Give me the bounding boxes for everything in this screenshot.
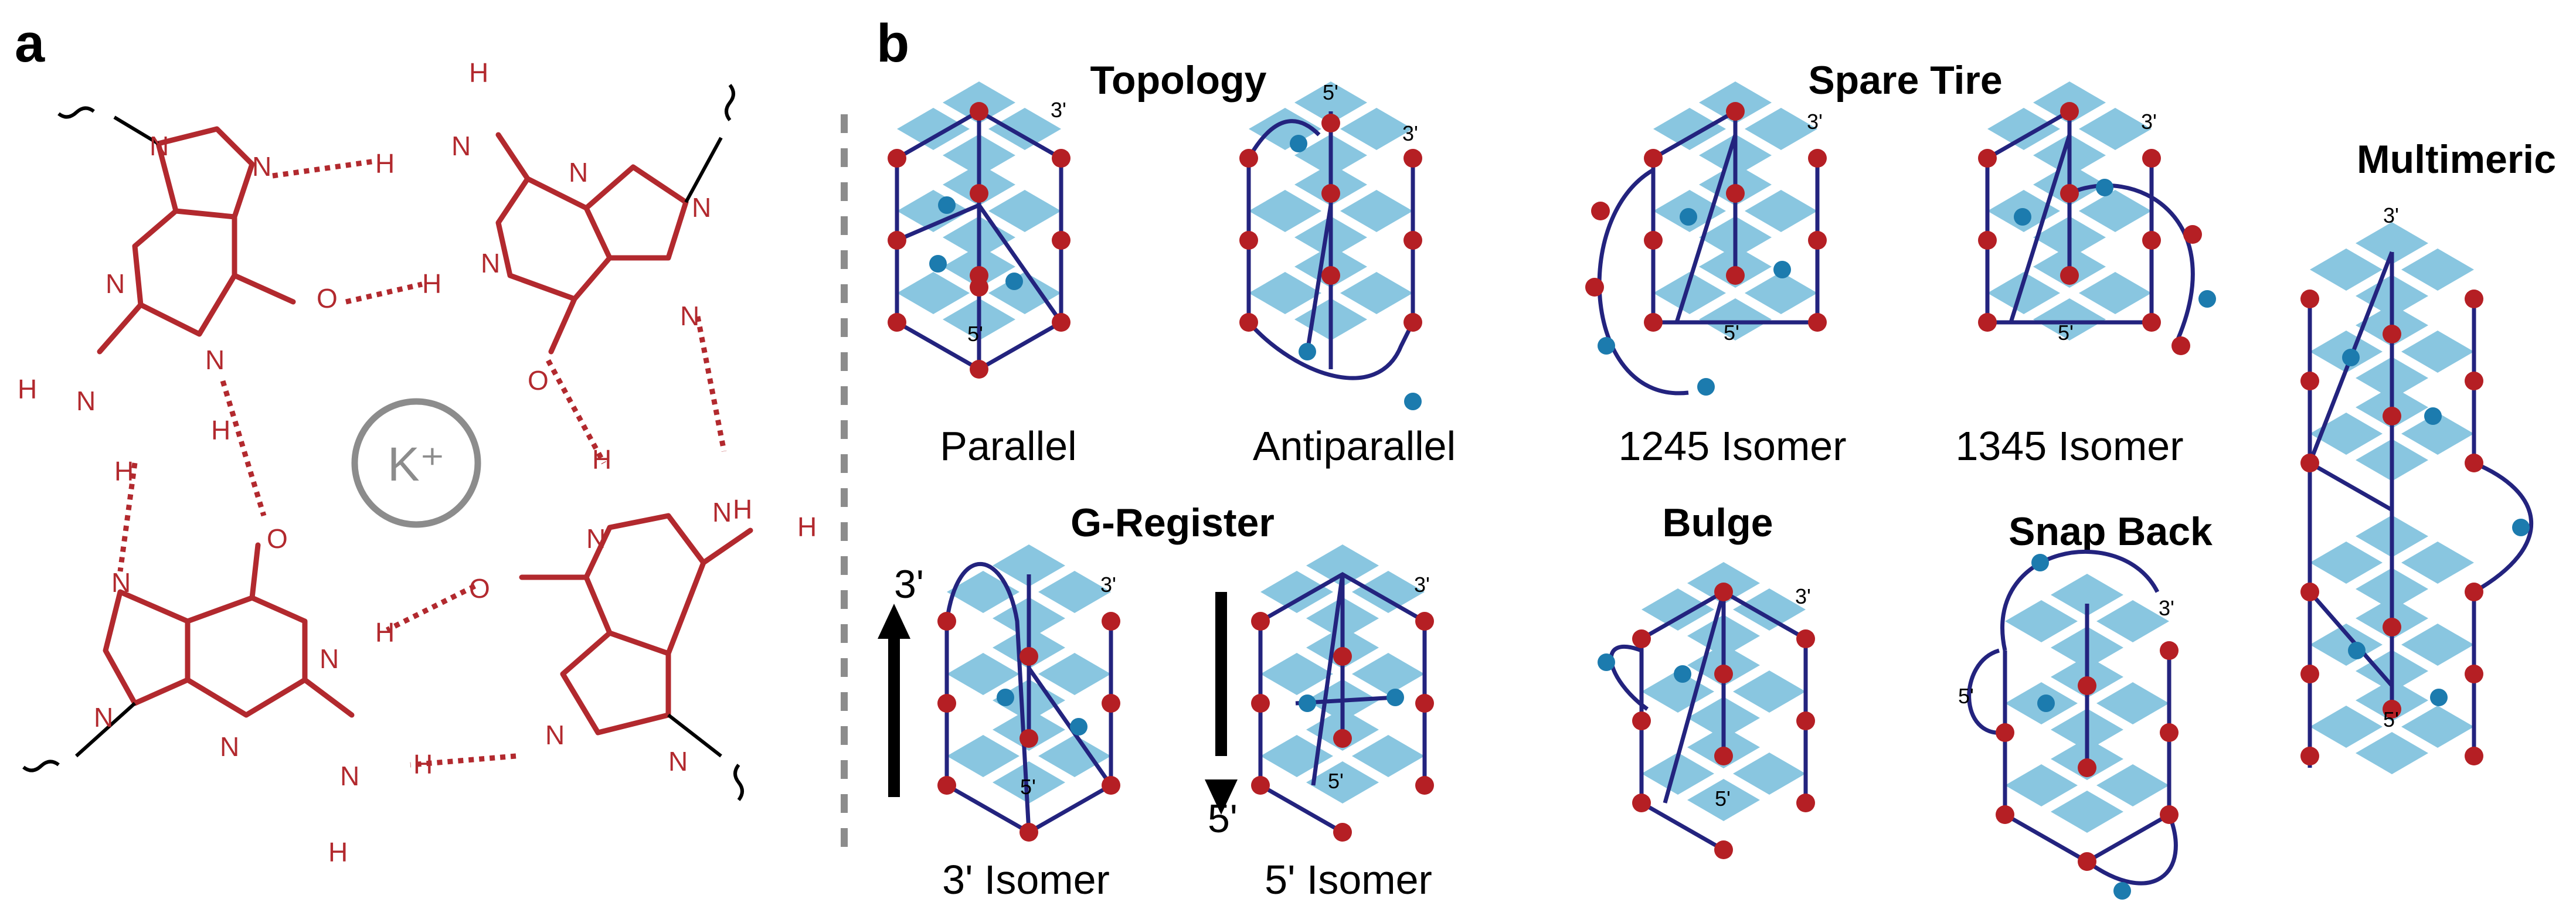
quadruplex-parallel: 3' 5' [888,81,1070,379]
atom-h: H [114,456,134,486]
end-label-5prime: 5' [1715,787,1731,811]
end-label-3prime: 3' [1807,110,1823,134]
arrow-label-up: 3' [894,562,924,607]
atom-h: H [211,415,230,445]
end-label-3prime: 3' [1051,98,1066,122]
atom-h: H [413,749,433,779]
atom-n: N [712,497,732,527]
end-label-5prime: 5' [2383,707,2399,731]
atom-n: N [106,268,125,299]
atom-h: H [592,444,611,475]
end-label-5prime: 5' [2058,321,2074,345]
atom-n: N [320,644,339,674]
quadruplex-snap-back: 3' 5' [1958,549,2179,900]
caption-parallel: Parallel [940,423,1076,469]
guanine-bottom-left [22,542,355,772]
hydrogen-bonds [117,158,727,768]
atom-n: N [220,731,239,762]
atom-n: N [149,131,169,161]
end-label-5prime: 5' [967,322,983,346]
atom-n: N [252,151,271,182]
guanine-top-left [57,106,296,355]
atom-n: N [481,248,500,278]
end-label-5prime: 5' [1323,80,1338,104]
atom-n: N [340,761,359,791]
quadruplex-bulge: 3' 5' [1598,562,1815,859]
end-label-3prime: 3' [1414,573,1430,597]
atom-h: H [375,148,395,179]
arrow-up-shaft [888,633,900,797]
atom-labels: N N H N H O H N N N N O H N N N H H O N … [18,57,817,867]
arrow-down-shaft [1215,592,1227,756]
end-label-3prime: 3' [1402,121,1418,145]
quadruplex-1345-isomer: 3' 5' [1978,81,2216,355]
quadruplex-3prime-isomer: 3' 5' [937,544,1120,842]
atom-n: N [111,567,131,598]
atom-h: H [375,617,395,648]
end-label-3prime: 3' [2383,203,2399,227]
end-label-3prime: 3' [1795,584,1811,608]
atom-n: N [451,131,471,161]
atom-n: N [76,386,96,416]
guanine-bottom-right [519,513,753,801]
ion-label: K⁺ [388,438,445,491]
atom-n: N [569,157,588,188]
end-label-5prime: 5' [1328,769,1344,793]
caption-1245-isomer: 1245 Isomer [1618,423,1846,469]
atom-n: N [692,192,711,223]
atom-h: H [328,837,348,867]
section-title-spare-tire: Spare Tire [1808,58,2002,103]
caption-5prime-isomer: 5' Isomer [1265,857,1432,903]
atom-h: H [733,494,752,525]
atom-n: N [586,523,606,554]
end-label-5prime: 5' [1724,321,1739,345]
end-label-3prime: 3' [2159,596,2174,620]
atom-h: H [797,512,817,542]
caption-antiparallel: Antiparallel [1253,423,1456,469]
atom-o: O [317,283,338,314]
atom-n: N [205,345,225,375]
quadruplex-multimeric: 3' 5' [2300,203,2533,774]
atom-n: N [668,746,688,777]
arrow-down [1205,592,1238,815]
atom-o: O [267,523,288,554]
panel-a: a [15,13,817,867]
atom-h: H [18,374,37,404]
atom-n: N [545,720,565,750]
section-title-bulge: Bulge [1663,501,1773,545]
guanine-top-right [495,84,735,355]
quadruplex-antiparallel: 3' 5' [1239,80,1422,410]
arrow-label-down: 5' [1208,796,1238,841]
atom-o: O [528,365,549,396]
atom-o: O [469,573,490,604]
arrow-up-head [878,604,910,639]
atom-n: N [680,301,699,331]
section-title-multimeric: Multimeric [2357,137,2556,182]
atom-n: N [94,702,113,733]
section-title-topology: Topology [1090,58,1267,103]
panel-b: b Topology Spare Tire Multimeric G-Regis… [876,13,2556,903]
atom-h: H [422,268,441,299]
panel-a-label: a [15,13,45,73]
caption-1345-isomer: 1345 Isomer [1955,423,2183,469]
arrow-up [878,604,910,797]
panel-b-label: b [876,13,909,73]
end-label-5prime: 5' [1020,775,1036,799]
section-title-g-register: G-Register [1070,501,1275,545]
section-title-snap-back: Snap Back [2009,509,2213,554]
ion-ring [351,398,481,528]
caption-3prime-isomer: 3' Isomer [942,857,1110,903]
quadruplex-5prime-isomer: 3' 5' [1251,544,1434,842]
quadruplex-1245-isomer: 3' 5' [1585,81,1827,396]
potassium-ion: K⁺ [351,398,481,528]
atom-h: H [469,57,488,88]
end-label-5prime: 5' [1958,684,1974,708]
end-label-3prime: 3' [2141,110,2157,134]
end-label-3prime: 3' [1100,573,1116,597]
